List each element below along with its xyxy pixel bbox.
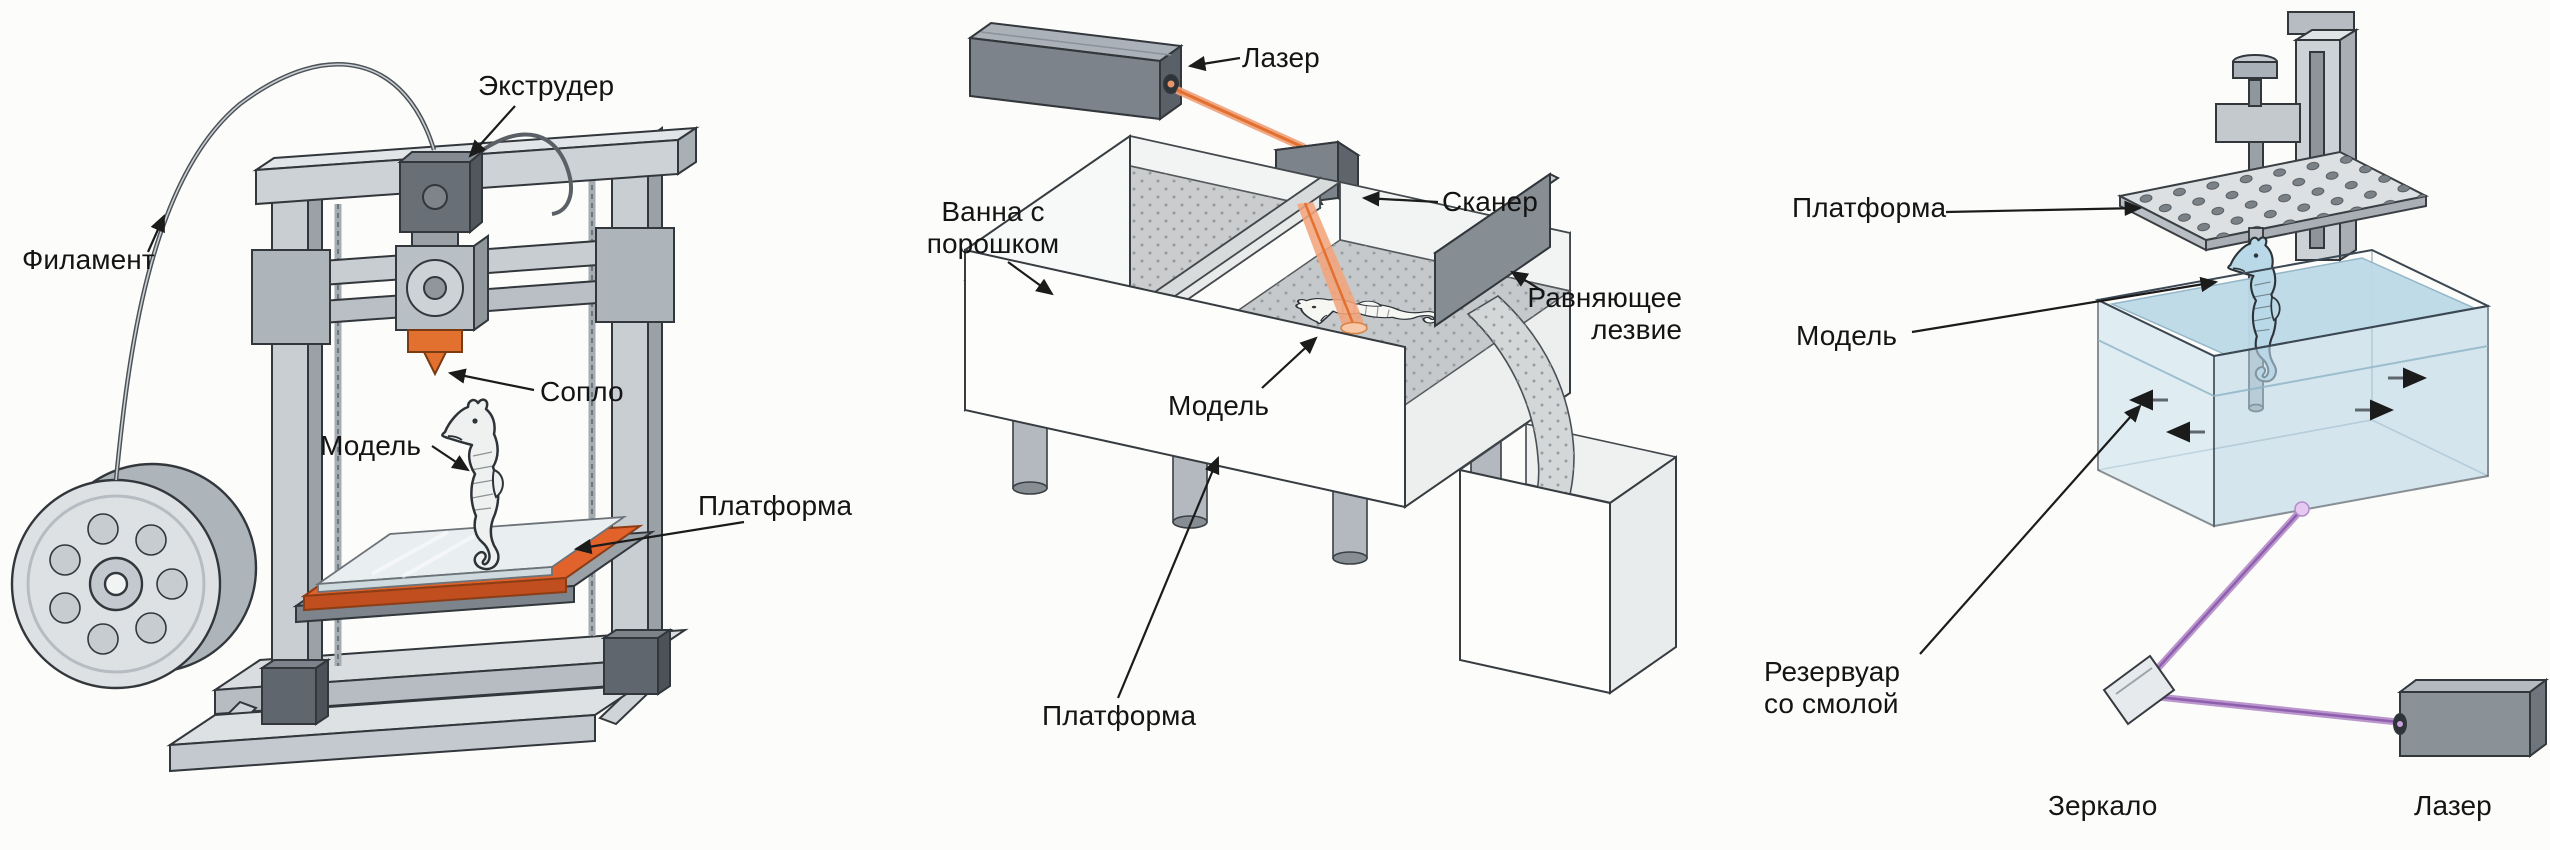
- sla-leader-lines: [1911, 200, 2219, 655]
- label-blade: Равняющее лезвие: [1527, 282, 1682, 345]
- laser-beam-to-powder: [1297, 202, 1368, 335]
- bracket-arm: [2215, 103, 2301, 143]
- machine-outer-walls: [964, 134, 1406, 509]
- label-laser: Лазер: [1242, 42, 1320, 73]
- label-mirror: Зеркало: [2048, 790, 2158, 821]
- panel-sls: Лазер Сканер Ванна с порошком Модель Рав…: [850, 0, 1700, 850]
- label-nozzle: Сопло: [540, 376, 624, 407]
- laser-box: [967, 21, 1184, 121]
- mirror: [2102, 654, 2176, 726]
- label-platform: Платформа: [1042, 700, 1197, 731]
- panel-fdm: Филамент Экструдер Сопло Модель Платформ…: [0, 0, 853, 850]
- label-extruder: Экструдер: [478, 70, 615, 101]
- z-motors: [258, 628, 674, 726]
- laser-box: [2393, 678, 2549, 758]
- build-plate: [2116, 150, 2430, 252]
- laser-beam-violet: [2137, 501, 2399, 726]
- fdm-diagram: [10, 62, 745, 773]
- filament-spool: [10, 462, 258, 690]
- fdm-leader-lines: [146, 105, 745, 555]
- sls-diagram: [963, 21, 1677, 699]
- label-model: Модель: [320, 430, 422, 461]
- label-powder-bath: Ванна с порошком: [926, 196, 1060, 259]
- sla-diagram: [1911, 11, 2549, 758]
- nozzle: [422, 351, 448, 377]
- resin-tank: [2094, 248, 2492, 528]
- laser-spot: [1340, 321, 1368, 335]
- beam-spot: [2294, 501, 2310, 517]
- sls-leader-lines: [1007, 55, 1545, 699]
- printer-base-frame: [166, 628, 689, 773]
- label-scanner: Сканер: [1442, 186, 1538, 217]
- label-platform: Платформа: [698, 490, 853, 521]
- extruder-assembly: [395, 132, 573, 377]
- print-bed: [292, 515, 656, 624]
- label-platform: Платформа: [1792, 192, 1947, 223]
- label-resin-tank: Резервуар со смолой: [1764, 656, 1901, 719]
- label-model: Модель: [1796, 320, 1898, 351]
- laser-beam-to-scanner: [1175, 86, 1307, 152]
- filament-tube: [113, 62, 437, 481]
- label-laser: Лазер: [2414, 790, 2492, 821]
- resin-flow-arrows: [2129, 367, 2427, 443]
- overflow-box: [1459, 423, 1677, 695]
- panel-sla: Платформа Модель Резервуар со смолой Зер…: [1700, 0, 2550, 850]
- label-filament: Филамент: [22, 244, 155, 275]
- label-model: Модель: [1168, 390, 1270, 421]
